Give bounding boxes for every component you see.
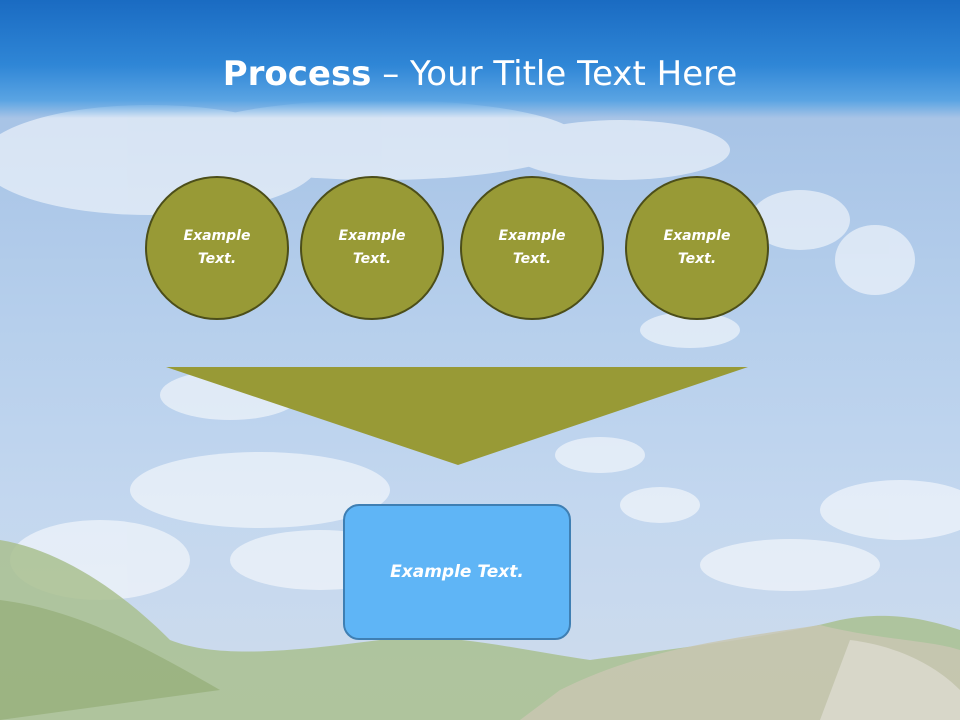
- title-bar: [0, 0, 960, 118]
- circle-label: Example Text.: [663, 228, 731, 267]
- result-label: Example Text.: [390, 562, 524, 582]
- title-bold-part: Process: [222, 54, 372, 94]
- circle-label: Example Text.: [183, 228, 251, 267]
- funnel-arrow-shape[interactable]: [166, 367, 748, 467]
- process-step-circle-3[interactable]: Example Text.: [460, 176, 604, 320]
- process-step-circle-4[interactable]: Example Text.: [625, 176, 769, 320]
- result-box[interactable]: Example Text.: [343, 504, 571, 640]
- title-rest-part: – Your Title Text Here: [371, 54, 738, 94]
- page-title: Process – Your Title Text Here: [0, 52, 960, 96]
- circle-label: Example Text.: [338, 228, 406, 267]
- process-step-circle-1[interactable]: Example Text.: [145, 176, 289, 320]
- process-step-circle-2[interactable]: Example Text.: [300, 176, 444, 320]
- circle-label: Example Text.: [498, 228, 566, 267]
